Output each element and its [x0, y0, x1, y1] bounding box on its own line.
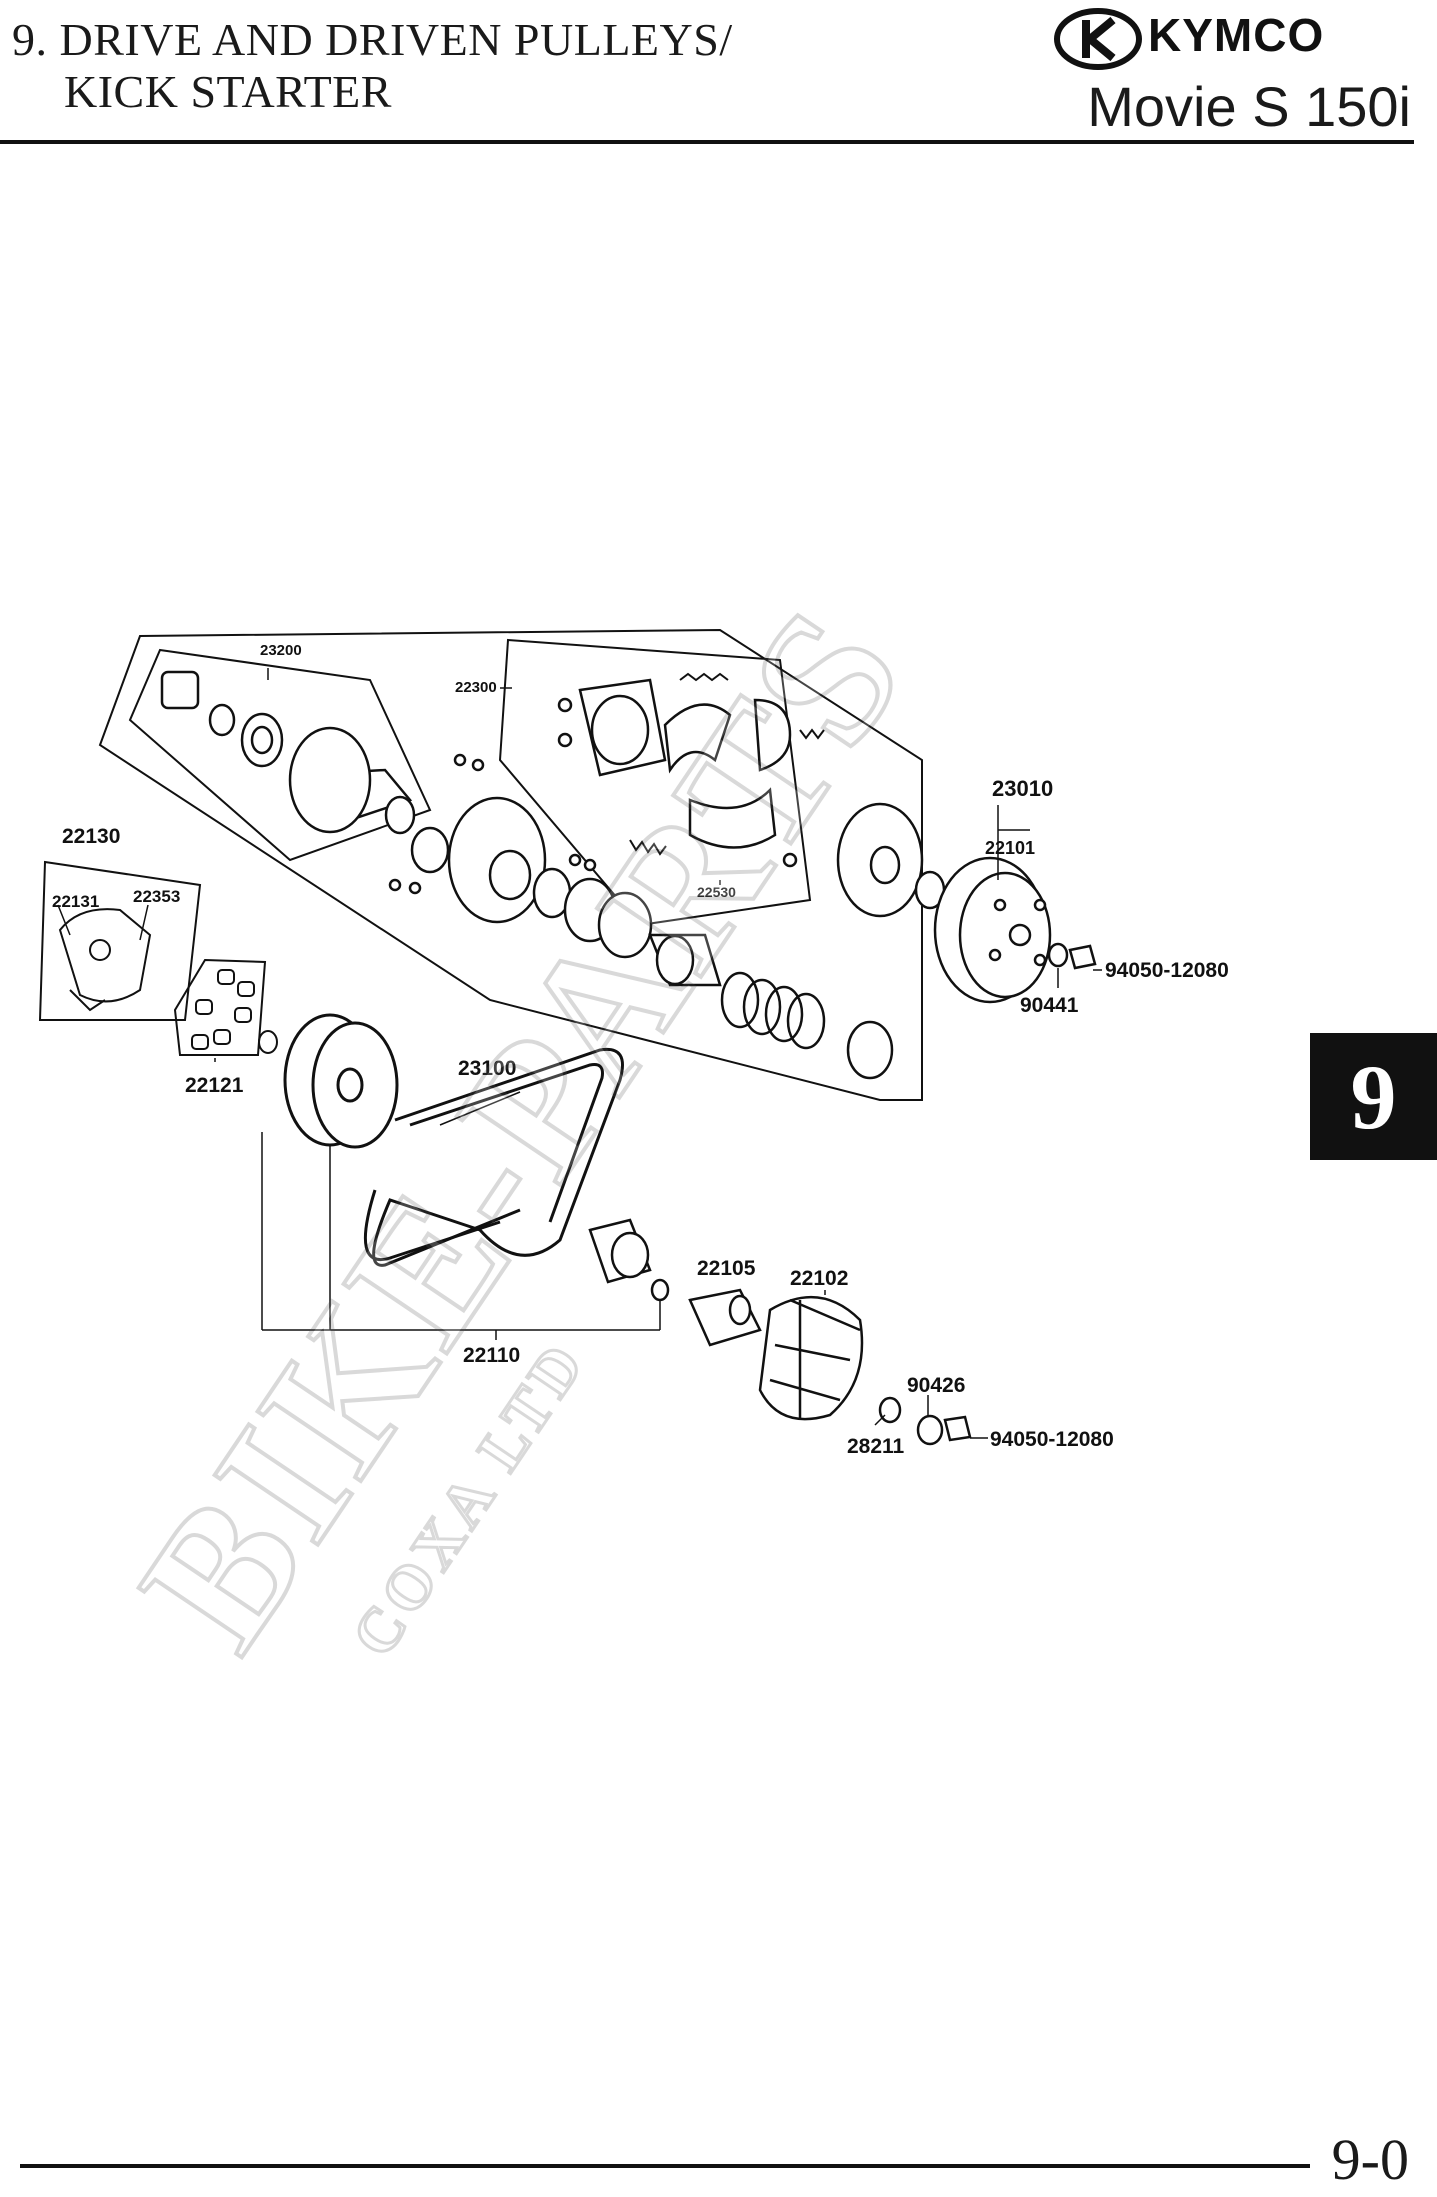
label-22105: 22105 — [697, 1257, 756, 1280]
driven-collar-part — [588, 1218, 670, 1302]
bushing-part — [160, 670, 200, 710]
clutch-group-outline — [498, 638, 812, 927]
kymco-logo-icon — [1054, 8, 1142, 70]
label-23200: 23200 — [260, 642, 302, 659]
label-22530: 22530 — [697, 884, 736, 900]
footer-divider — [20, 2164, 1310, 2168]
model-name: Movie S 150i — [1087, 75, 1411, 138]
movable-drive-face-part — [58, 908, 152, 1012]
title-line-2: KICK STARTER — [64, 66, 392, 117]
label-28211: 28211 — [847, 1435, 905, 1458]
label-22131: 22131 — [52, 892, 99, 911]
seal-part — [846, 1020, 894, 1080]
label-94050-12080-a: 94050-12080 — [1105, 959, 1229, 982]
ring-part — [410, 826, 450, 874]
parts-diagram-svg: 23200 22300 22530 23010 22101 94050-1208… — [38, 628, 1229, 1458]
exploded-parts-diagram: 23200 22300 22530 23010 22101 94050-1208… — [0, 420, 1437, 1540]
page-number: 9-0 — [1331, 2127, 1409, 2192]
pulley-group-outline — [128, 648, 432, 862]
brand-logo: KYMCO — [1053, 4, 1413, 74]
label-22101: 22101 — [985, 838, 1035, 858]
clutch-spring-icon-2 — [629, 839, 667, 856]
label-22300: 22300 — [455, 679, 497, 696]
label-22130: 22130 — [62, 825, 120, 848]
washer-part — [208, 703, 236, 737]
leader-lines — [57, 668, 1102, 1439]
drive-belt-part — [363, 1047, 624, 1267]
label-23100: 23100 — [458, 1057, 516, 1080]
clutch-parts — [557, 678, 946, 918]
page-title: 9. DRIVE AND DRIVEN PULLEYS/ KICK STARTE… — [12, 14, 733, 118]
label-22121: 22121 — [185, 1074, 244, 1097]
label-22353: 22353 — [133, 887, 180, 906]
clutch-shoe-part-2 — [688, 787, 777, 849]
title-line-1: 9. DRIVE AND DRIVEN PULLEYS/ — [12, 14, 733, 65]
chapter-tab[interactable]: 9 — [1310, 1033, 1437, 1160]
label-22110: 22110 — [463, 1344, 520, 1367]
label-94050-12080-b: 94050-12080 — [990, 1428, 1114, 1451]
label-90426: 90426 — [907, 1374, 965, 1397]
pulley-face-part — [288, 726, 372, 834]
clutch-shoe-part — [663, 703, 732, 774]
roller-weights-part — [191, 969, 278, 1054]
label-22102: 22102 — [790, 1267, 848, 1290]
spring-part — [720, 971, 826, 1050]
brand-name: KYMCO — [1148, 9, 1325, 61]
fixed-pulley-part — [283, 1013, 399, 1149]
header-divider — [0, 140, 1414, 144]
clutch-spring-icon — [679, 672, 729, 682]
label-23010: 23010 — [992, 776, 1053, 801]
label-90441: 90441 — [1020, 994, 1079, 1017]
drive-group-outline — [98, 628, 923, 1101]
drive-pulley-parts — [160, 670, 894, 1080]
clutch-outer-part — [933, 856, 1097, 1004]
cover-group-outline — [38, 860, 202, 1021]
weight-group-outline — [173, 958, 267, 1056]
fan-impeller-part — [688, 1288, 972, 1446]
